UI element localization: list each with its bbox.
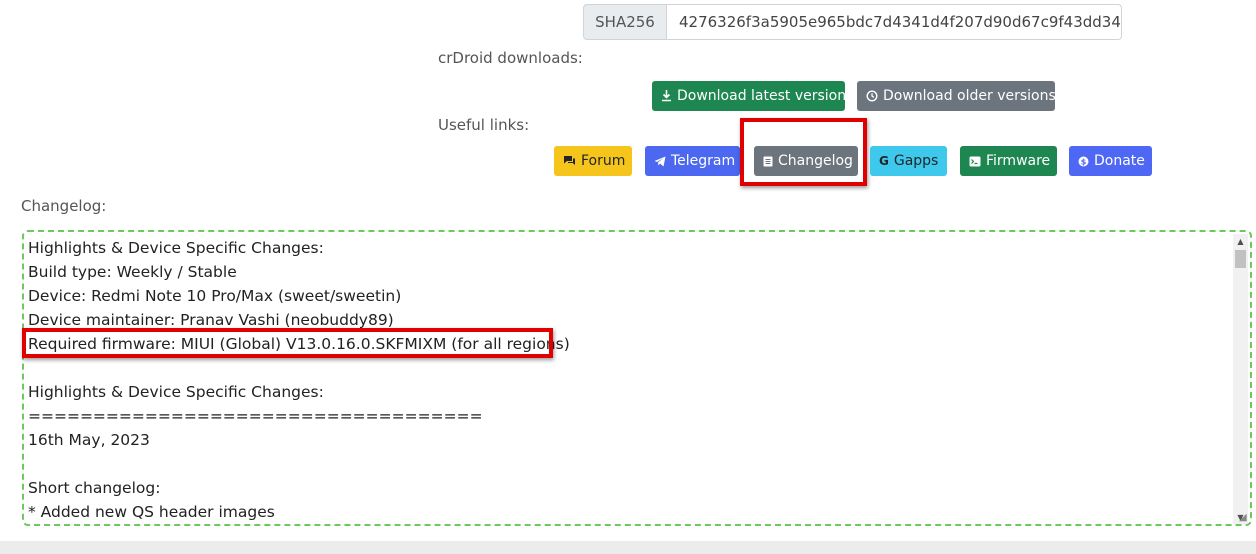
comments-icon: [563, 155, 576, 167]
changelog-line: Required firmware: MIUI (Global) V13.0.1…: [28, 335, 570, 353]
telegram-icon: [654, 156, 666, 167]
changelog-line: Highlights & Device Specific Changes:: [28, 239, 324, 257]
useful-links-label: Useful links:: [438, 116, 530, 134]
telegram-label: Telegram: [671, 153, 736, 169]
scroll-up-arrow-icon[interactable]: ▲: [1237, 236, 1244, 246]
download-older-button[interactable]: Download older versions: [857, 81, 1056, 111]
changelog-line: [28, 452, 570, 476]
changelog-label: Changelog: [778, 153, 853, 169]
changelog-line: [28, 356, 570, 380]
sha256-label: SHA256: [583, 4, 667, 40]
changelog-line: Highlights & Device Specific Changes:: [28, 383, 324, 401]
gapps-label: Gapps: [893, 153, 939, 169]
resize-grip-icon[interactable]: ◢: [1239, 512, 1247, 523]
download-older-label: Download older versions: [883, 88, 1056, 104]
history-icon: [866, 90, 878, 102]
changelog-highlight-box: [740, 118, 867, 186]
terminal-icon: [969, 156, 981, 167]
list-icon: [763, 156, 773, 167]
download-icon: [661, 90, 672, 102]
sha256-group: SHA256 4276326f3a5905e965bdc7d4341d4f207…: [583, 4, 1122, 40]
crdroid-downloads-label: crDroid downloads:: [438, 49, 583, 67]
sha256-value-field[interactable]: 4276326f3a5905e965bdc7d4341d4f207d90d67c…: [667, 4, 1122, 40]
donate-label: Donate: [1094, 153, 1145, 169]
changelog-line: ===================================: [28, 407, 483, 425]
google-icon: G: [879, 154, 889, 168]
forum-label: Forum: [581, 153, 626, 169]
download-latest-button[interactable]: Download latest version: [652, 81, 847, 111]
telegram-button[interactable]: Telegram: [645, 146, 740, 176]
changelog-line: Build type: Weekly / Stable: [28, 263, 237, 281]
firmware-button[interactable]: Firmware: [960, 146, 1057, 176]
gapps-button[interactable]: G Gapps: [870, 146, 947, 176]
page: SHA256 4276326f3a5905e965bdc7d4341d4f207…: [0, 0, 1256, 541]
svg-text:$: $: [1081, 157, 1087, 166]
changelog-scrollbar[interactable]: ▲ ▼: [1233, 234, 1248, 524]
donate-button[interactable]: $ Donate: [1069, 146, 1152, 176]
changelog-line: Device maintainer: Pranav Vashi (neobudd…: [28, 311, 394, 329]
changelog-textarea[interactable]: Highlights & Device Specific Changes: Bui…: [22, 230, 1252, 526]
firmware-highlight-box: [22, 328, 553, 358]
scroll-down-arrow-icon[interactable]: ▼: [1237, 512, 1244, 522]
forum-button[interactable]: Forum: [554, 146, 632, 176]
donate-coin-icon: $: [1078, 156, 1089, 167]
changelog-line: Device: Redmi Note 10 Pro/Max (sweet/swe…: [28, 287, 402, 305]
changelog-line: 16th May, 2023: [28, 431, 150, 449]
changelog-section-label: Changelog:: [21, 197, 107, 215]
changelog-line: Short changelog:: [28, 479, 161, 497]
firmware-label: Firmware: [986, 153, 1051, 169]
scroll-thumb[interactable]: [1235, 250, 1246, 268]
changelog-line: * Added new QS header images: [28, 503, 275, 521]
changelog-button[interactable]: Changelog: [754, 146, 858, 176]
changelog-text: Highlights & Device Specific Changes: Bui…: [28, 236, 570, 524]
download-latest-label: Download latest version: [677, 88, 847, 104]
